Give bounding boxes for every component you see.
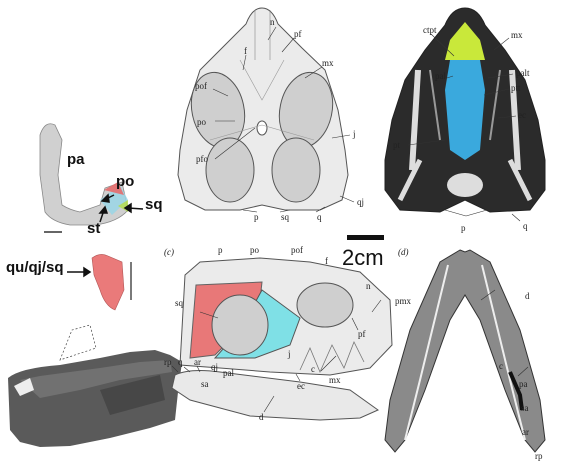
inset-label-pa: pa: [67, 151, 85, 168]
palatal-skull: [384, 7, 546, 213]
palatal-label-p: p: [461, 223, 466, 233]
palatal-label-ctpt: ctpt: [423, 25, 437, 35]
lateral-label-j: j: [288, 349, 291, 359]
mandible-label-rp: rp: [535, 451, 543, 461]
inset-label-sq: sq: [145, 196, 163, 213]
palatal-label-pt: pt: [393, 140, 401, 150]
lateral-skull: [171, 257, 393, 421]
inset-quadrate-fragment: [91, 254, 132, 311]
scale-bar: [347, 235, 384, 240]
palatal-label-ec: ec: [518, 110, 526, 120]
scale-bar-label: 2cm: [342, 245, 384, 270]
lateral-label-pmx: pmx: [395, 296, 412, 306]
lateral-label-d: d: [259, 412, 264, 422]
dorsal-label-pof: pof: [195, 81, 207, 91]
mandible-label-sa: sa: [521, 403, 529, 413]
lateral-label-c: c: [311, 364, 315, 374]
inset-arrows: [67, 193, 144, 278]
palatal-label-q: q: [523, 221, 528, 231]
lateral-label-sa: sa: [201, 379, 209, 389]
dorsal-label-p: p: [254, 212, 259, 222]
palatal-label-ptt: ptt: [511, 83, 521, 93]
panel-label-c: (c): [164, 247, 174, 257]
lateral-label-mx: mx: [329, 375, 341, 385]
lateral-label-po: po: [250, 245, 259, 255]
inset-skull-fragment: [39, 123, 129, 233]
lateral-label-q: q: [178, 357, 183, 367]
lateral-label-p: p: [218, 245, 223, 255]
dorsal-label-pfo: pfo: [196, 154, 208, 164]
dorsal-label-po: po: [197, 117, 206, 127]
lateral-label-rp: rp: [164, 357, 172, 367]
dorsal-label-sq: sq: [281, 212, 290, 222]
dorsal-label-j: j: [353, 129, 356, 139]
inset-label-st: st: [87, 220, 101, 237]
lateral-label-pf: pf: [358, 329, 366, 339]
lateral-label-sq: sq: [175, 298, 184, 308]
leader-lines: [171, 26, 529, 413]
lateral-label-pof: pof: [291, 245, 303, 255]
mandible-label-c: c: [499, 361, 503, 371]
dorsal-label-qj: qj: [357, 197, 365, 207]
lateral-label-qj: qj: [211, 362, 219, 372]
dorsal-skull: [177, 7, 349, 211]
lateral-label-f: f: [325, 256, 328, 266]
mandible-label-d: d: [525, 291, 530, 301]
lateral-label-ec: ec: [297, 381, 305, 391]
mandible: [384, 249, 546, 453]
dorsal-label-q: q: [317, 212, 322, 222]
palatal-label-mx: mx: [511, 30, 523, 40]
panel-label-d: (d): [398, 247, 409, 257]
inset-label-po: po: [116, 173, 135, 190]
lateral-label-n: n: [366, 281, 371, 291]
mandible-label-ar: ar: [522, 427, 529, 437]
dorsal-label-mx: mx: [322, 58, 334, 68]
palatal-label-palt: palt: [516, 68, 530, 78]
dorsal-label-n: n: [270, 17, 275, 27]
dorsal-label-pf: pf: [294, 29, 302, 39]
palatal-label-pal: pal: [435, 71, 446, 81]
inset-label-quqjsq: qu/qj/sq: [6, 259, 64, 276]
dorsal-label-f: f: [244, 46, 247, 56]
fossil-photo: [8, 324, 182, 447]
lateral-label-pal: pal: [223, 368, 234, 378]
lateral-label-ar: ar: [194, 357, 201, 367]
mandible-label-pa: pa: [519, 379, 528, 389]
